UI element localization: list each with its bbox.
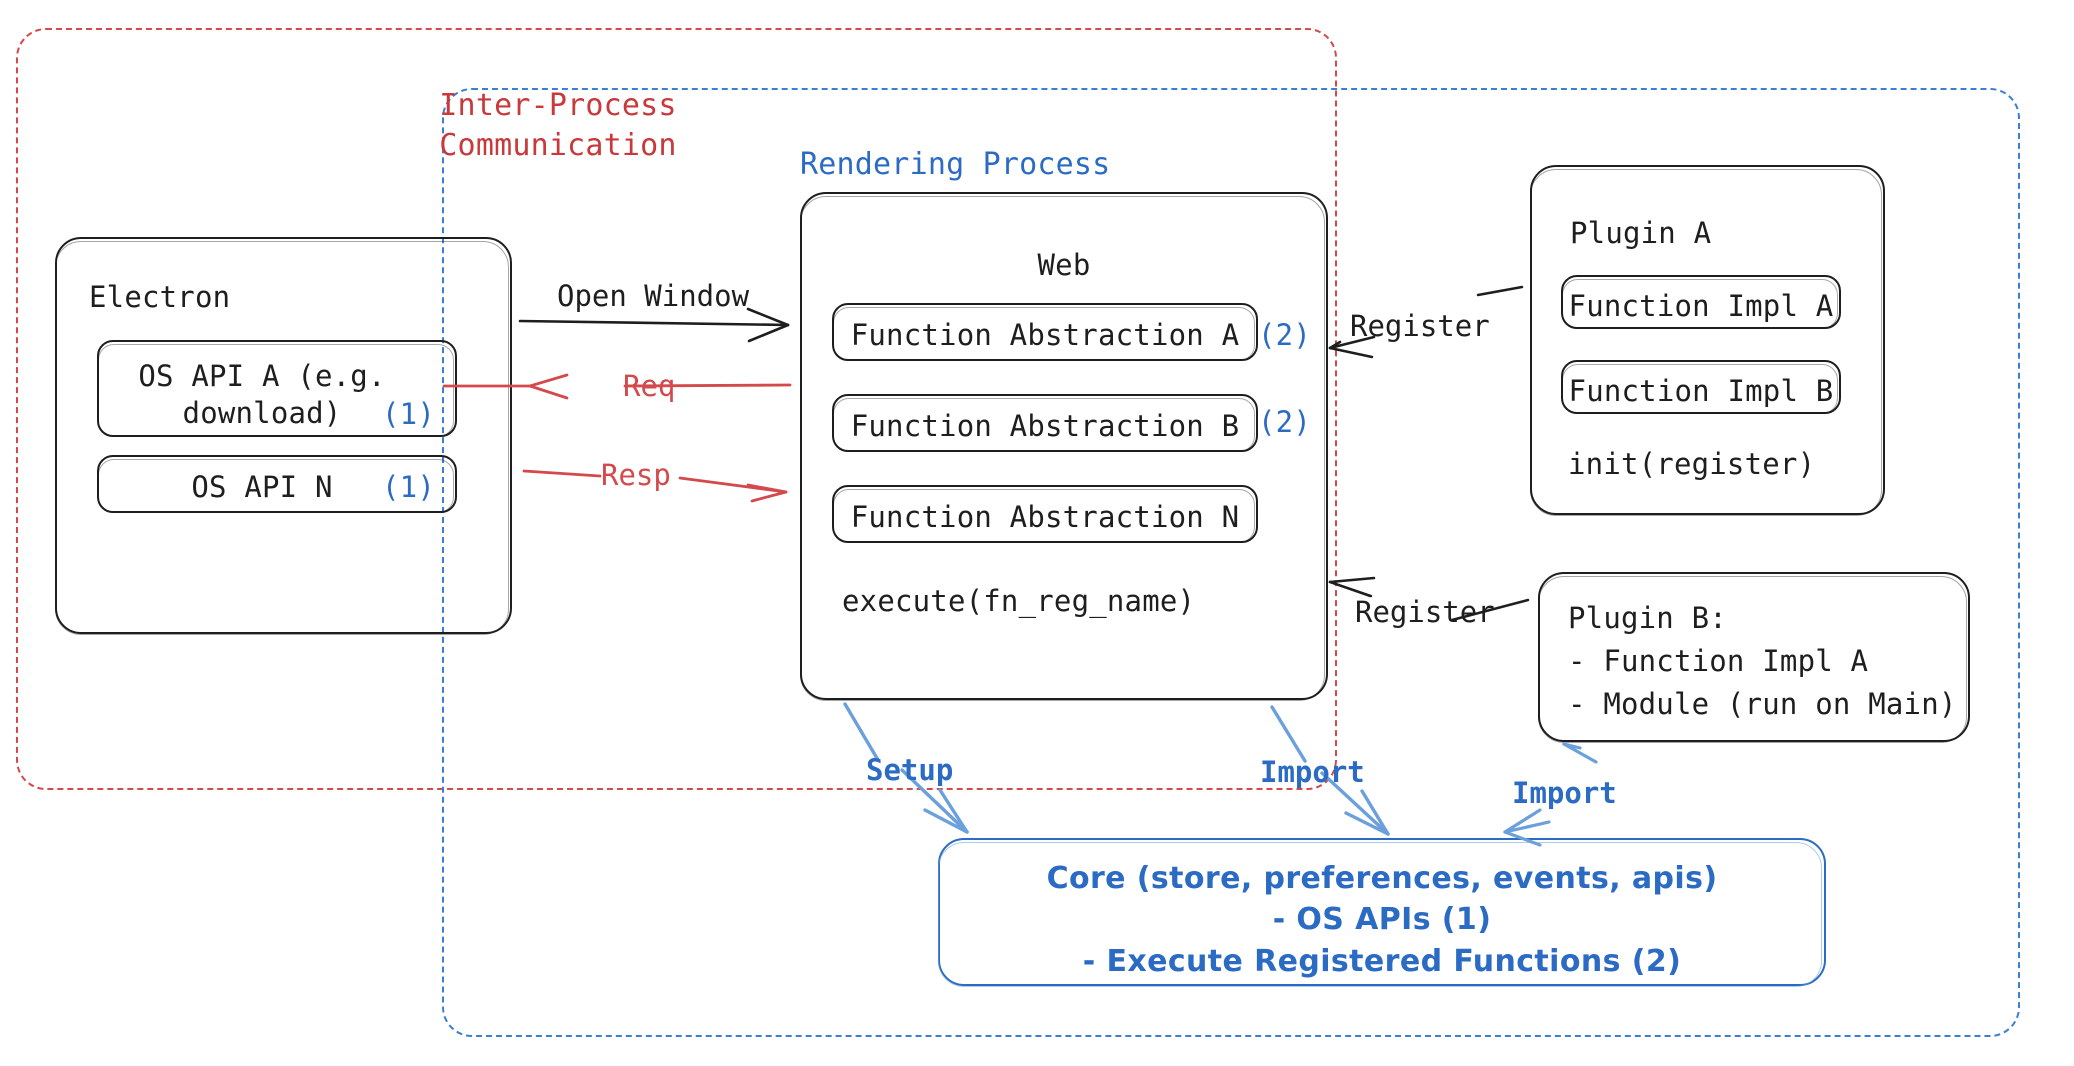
node-electron-item-os-api-a[interactable] bbox=[97, 340, 457, 437]
node-plugin-a-item-function-impl-b-label: Function Impl B bbox=[1568, 374, 1834, 408]
node-core-line-execute: - Execute Registered Functions (2) bbox=[1082, 943, 1682, 979]
node-core-line-store: Core (store, preferences, events, apis) bbox=[1046, 861, 1718, 896]
node-web-item-function-abstraction-a[interactable] bbox=[832, 303, 1258, 361]
edge-label-setup: Setup bbox=[866, 753, 954, 787]
edge-label-register-plugin-b: Register bbox=[1355, 595, 1495, 629]
node-plugin-b-line-module: - Module (run on Main) bbox=[1568, 686, 1957, 721]
node-electron-item-os-api-n-label: OS API N bbox=[191, 470, 333, 504]
region-title-rendering-process: Rendering Process bbox=[800, 147, 1111, 182]
edge-label-req: Req bbox=[623, 369, 676, 403]
region-rendering-process bbox=[442, 88, 2020, 1037]
node-plugin-a-item-function-impl-b[interactable] bbox=[1561, 360, 1841, 414]
edge-label-import-web: Import bbox=[1260, 755, 1365, 789]
node-plugin-a-item-function-impl-a-label: Function Impl A bbox=[1568, 289, 1834, 323]
node-web-item-function-abstraction-n-label: Function Abstraction N bbox=[850, 500, 1240, 534]
node-plugin-b-line-function-impl-a: - Function Impl A bbox=[1568, 643, 1869, 678]
region-inter-process-communication bbox=[16, 28, 1337, 790]
node-web-item-function-abstraction-b-label: Function Abstraction B bbox=[850, 409, 1240, 443]
node-web-title: Web bbox=[1037, 248, 1091, 282]
node-web-footer-execute: execute(fn_reg_name) bbox=[842, 584, 1196, 618]
edge-label-register-plugin-a: Register bbox=[1350, 309, 1490, 343]
node-electron-title: Electron bbox=[89, 280, 231, 314]
node-web-item-function-abstraction-b-tag: (2) bbox=[1258, 405, 1311, 439]
node-web-item-function-abstraction-b[interactable] bbox=[832, 394, 1258, 452]
node-electron-item-os-api-a-tag: (1) bbox=[382, 397, 435, 431]
node-plugin-a-item-function-impl-a[interactable] bbox=[1561, 275, 1841, 329]
node-electron-item-os-api-n[interactable] bbox=[97, 455, 457, 513]
node-electron-item-os-api-n-tag: (1) bbox=[382, 470, 435, 504]
edge-label-open-window: Open Window bbox=[557, 279, 750, 313]
node-web-item-function-abstraction-n[interactable] bbox=[832, 485, 1258, 543]
node-plugin-a-title: Plugin A bbox=[1570, 216, 1712, 250]
node-electron-item-os-api-a-label: OS API A (e.g. download) bbox=[138, 359, 386, 431]
node-web-item-function-abstraction-a-label: Function Abstraction A bbox=[850, 318, 1240, 352]
edge-label-resp: Resp bbox=[601, 458, 671, 492]
node-core-lines: Core (store, preferences, events, apis) … bbox=[938, 858, 1826, 982]
node-plugin-a-footer-init: init(register) bbox=[1568, 447, 1816, 481]
edge-label-import-plugin-b: Import bbox=[1512, 776, 1617, 810]
node-web-item-function-abstraction-a-tag: (2) bbox=[1258, 318, 1311, 352]
node-core-line-os-apis: - OS APIs (1) bbox=[1272, 902, 1492, 938]
region-title-ipc: Inter-Process Communication bbox=[439, 88, 677, 163]
node-plugin-b-lines: Plugin B: - Function Impl A - Module (ru… bbox=[1568, 597, 1957, 726]
node-plugin-b-line-title: Plugin B: bbox=[1568, 601, 1727, 635]
